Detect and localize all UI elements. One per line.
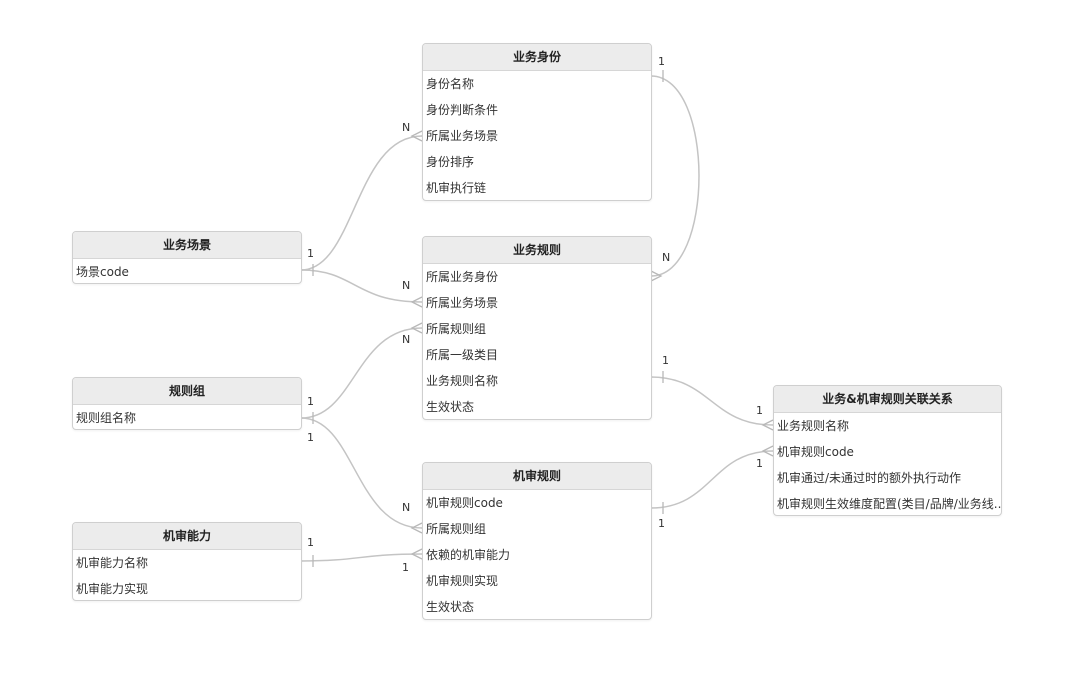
field-business-scene: 所属业务场景 (426, 129, 499, 143)
rel-jishenguize-guanlian (650, 450, 774, 509)
cardinality-label: 1 (307, 431, 314, 444)
field-scene-code: 场景code (76, 265, 129, 279)
cardinality-label: 1 (307, 247, 314, 260)
entity-guanlian[interactable]: 业务&机审规则关联关系 业务规则名称 机审规则code 机审通过/未通过时的额外… (773, 385, 1002, 516)
field-dimension-config: 机审规则生效维度配置(类目/品牌/业务线...) (777, 497, 1002, 511)
field-review-rule-code: 机审规则code (426, 496, 503, 510)
field-rule-group: 所属规则组 (426, 522, 487, 536)
field-rule-name: 业务规则名称 (426, 374, 499, 388)
cardinality-label: 1 (756, 457, 763, 470)
field-dependent-capability: 依赖的机审能力 (426, 548, 511, 562)
entity-jishen-nengli[interactable]: 机审能力 机审能力名称 机审能力实现 (72, 522, 302, 601)
cardinality-label: 1 (307, 395, 314, 408)
entity-guize-zu[interactable]: 规则组 规则组名称 (72, 377, 302, 430)
cardinality-label: N (402, 501, 411, 514)
field-capability-name: 机审能力名称 (76, 556, 149, 570)
entity-yewu-guize[interactable]: 业务规则 所属业务身份 所属业务场景 所属规则组 所属一级类目 业务规则名称 生… (422, 236, 652, 420)
cardinality-label: 1 (402, 561, 409, 574)
cardinality-label: 1 (756, 404, 763, 417)
field-rule-impl: 机审规则实现 (426, 574, 499, 588)
field-business-identity: 所属业务身份 (426, 270, 499, 284)
rel-guize-guanlian (650, 376, 774, 426)
cardinality-label: 1 (662, 354, 669, 367)
entity-title: 业务&机审规则关联关系 (774, 386, 1001, 413)
field-business-scene: 所属业务场景 (426, 296, 499, 310)
field-identity-name: 身份名称 (426, 77, 475, 91)
cardinality-label: 1 (658, 55, 665, 68)
entity-yewu-shenfen[interactable]: 业务身份 身份名称 身份判断条件 所属业务场景 身份排序 机审执行链 (422, 43, 652, 201)
field-identity-order: 身份排序 (426, 155, 475, 169)
rel-changjing-guize (300, 269, 423, 303)
entity-title: 业务身份 (423, 44, 651, 71)
field-status: 生效状态 (426, 400, 475, 414)
field-extra-action: 机审通过/未通过时的额外执行动作 (777, 471, 962, 485)
field-capability-impl: 机审能力实现 (76, 582, 149, 596)
field-status: 生效状态 (426, 600, 475, 614)
cardinality-label: 1 (307, 536, 314, 549)
entity-title: 业务规则 (423, 237, 651, 264)
entity-title: 业务场景 (73, 232, 301, 259)
field-identity-condition: 身份判断条件 (426, 103, 499, 117)
rel-nengli-jishenguize (300, 553, 423, 562)
entity-jishen-guize[interactable]: 机审规则 机审规则code 所属规则组 依赖的机审能力 机审规则实现 生效状态 (422, 462, 652, 620)
field-rule-name: 业务规则名称 (777, 419, 850, 433)
field-review-rule-code: 机审规则code (777, 445, 854, 459)
field-group-name: 规则组名称 (76, 411, 137, 425)
cardinality-label: N (402, 279, 411, 292)
rel-changjing-shenfen (300, 135, 423, 271)
cardinality-label: 1 (658, 517, 665, 530)
cardinality-label: N (662, 251, 671, 264)
field-rule-group: 所属规则组 (426, 322, 487, 336)
rel-guizezu-jishenguize (300, 417, 423, 529)
entity-title: 规则组 (73, 378, 301, 405)
cardinality-label: N (402, 121, 411, 134)
rel-guizezu-guize (300, 327, 423, 419)
entity-title: 机审能力 (73, 523, 301, 550)
field-category: 所属一级类目 (426, 348, 499, 362)
entity-title: 机审规则 (423, 463, 651, 490)
entity-yewu-changjing[interactable]: 业务场景 场景code (72, 231, 302, 284)
rel-shenfen-guize (650, 75, 700, 277)
cardinality-label: N (402, 333, 411, 346)
field-review-chain: 机审执行链 (426, 181, 487, 195)
